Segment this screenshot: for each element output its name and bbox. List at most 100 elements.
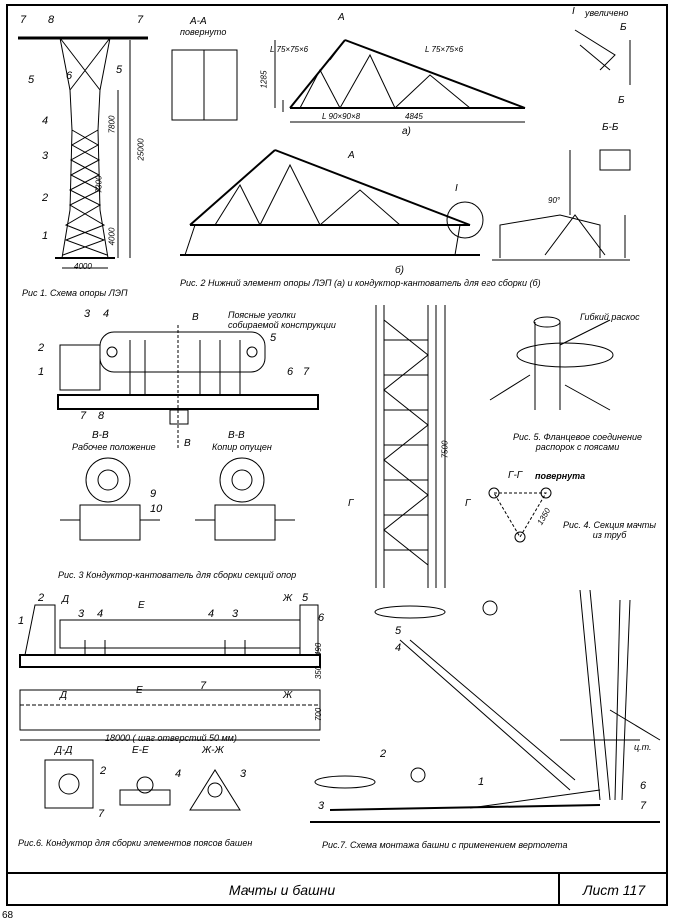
fig3-callout: Поясные уголки собираемой конструкции	[228, 310, 336, 330]
fig2-dim-l75-right: L 75×75×6	[425, 45, 464, 54]
fig6-section-ee: Е-Е	[132, 745, 149, 756]
fig5-flange-drawing	[489, 316, 614, 411]
fig6-mark-d-top: Д	[62, 594, 70, 605]
fig6-label-3b: 3	[232, 608, 239, 620]
fig6-mark-e-top: Е	[138, 600, 145, 611]
fig2-mark-a-bottom: А	[348, 150, 355, 161]
fig6-caption: Рис.6. Кондуктор для сборки элементов по…	[18, 838, 253, 848]
fig7-caption: Рис.7. Схема монтажа башни с применением…	[322, 840, 568, 850]
fig1-label-1: 1	[42, 230, 49, 242]
fig6-label-2b: 2	[100, 765, 107, 777]
fig7-label-7: 7	[640, 800, 647, 812]
fig2-mark-a-top: А	[338, 12, 345, 23]
fig2a-truss-drawing	[171, 39, 526, 123]
fig7-label-6: 6	[640, 780, 647, 792]
fig2-section-aa-note: повернуто	[180, 27, 227, 37]
fig2-dim-4845: 4845	[405, 112, 423, 121]
fig3-mark-v-bottom: В	[184, 438, 191, 449]
fig7-erection-drawing	[310, 589, 661, 823]
fig4-mark-g-right: Г	[465, 498, 471, 509]
fig6-label-4a: 4	[97, 608, 104, 620]
fig6-length-note: 18000 ( шаг отверстий 50 мм)	[105, 733, 237, 743]
fig5-caption: Рис. 5. Фланцевое соединение распорок с …	[513, 432, 642, 452]
fig6-label-1: 1	[18, 615, 25, 627]
detail-i-drawing	[574, 29, 631, 171]
fig2-mark-a-paren: а)	[402, 126, 411, 137]
fig6-jig-drawing	[19, 604, 321, 811]
fig4-mark-g-left: Г	[348, 498, 354, 509]
fig6-label-7b: 7	[98, 808, 105, 820]
fig6-section-zhzh: Ж-Ж	[202, 745, 224, 756]
fig3-label-2: 2	[38, 342, 45, 354]
fig6-label-7a: 7	[200, 680, 207, 692]
fig7-label-5: 5	[395, 625, 402, 637]
fig3-jig-drawing	[57, 325, 319, 541]
fig1-label-6: 6	[66, 70, 73, 82]
fig1-label-5a: 5	[28, 74, 35, 86]
fig3-section-left: В-В	[92, 430, 109, 441]
fig1-dim-7300: 7300	[94, 175, 104, 194]
fig1-dim-25000: 25000	[136, 138, 146, 161]
fig3-caption: Рис. 3 Кондуктор-кантователь для сборки …	[58, 570, 297, 580]
fig7-label-2: 2	[380, 748, 387, 760]
fig3-label-9: 9	[150, 488, 157, 500]
fig1-caption: Рис 1. Схема опоры ЛЭП	[22, 288, 128, 298]
page-number: 68	[2, 910, 14, 921]
fig2-dim-l75-left: L 75×75×6	[270, 45, 309, 54]
fig6-label-6: 6	[318, 612, 325, 624]
title-block-title: Мачты и башни	[228, 882, 336, 898]
fig6-mark-zh-bottom: Ж	[283, 690, 293, 701]
fig2-mark-i: I	[455, 183, 458, 194]
title-block-divider	[558, 874, 560, 906]
fig6-label-4c: 4	[175, 768, 182, 780]
fig6-label-4b: 4	[208, 608, 215, 620]
fig2-mark-b-bottom: Б	[618, 95, 625, 106]
fig3-label-8: 8	[98, 410, 105, 422]
fig3-mark-v-top: В	[192, 312, 199, 323]
fig2-dim-1285: 1285	[259, 70, 269, 89]
fig6-dim-490: 490	[314, 642, 324, 657]
fig6-label-2: 2	[38, 592, 45, 604]
fig2-detail-i-note: увеличено	[585, 8, 629, 18]
page-frame	[6, 4, 668, 906]
fig3-label-4: 4	[103, 308, 110, 320]
fig2-section-bb: Б-Б	[602, 122, 619, 133]
fig3-label-10: 10	[150, 503, 163, 515]
fig1-label-7b: 7	[137, 14, 144, 26]
fig1-label-3: 3	[42, 150, 49, 162]
fig7-label-4: 4	[395, 642, 402, 654]
fig3-section-right: В-В	[228, 430, 245, 441]
fig6-mark-e-bottom: Е	[136, 685, 143, 696]
title-block: Мачты и башни Лист 117	[6, 872, 668, 906]
fig6-mark-zh-top: Ж	[283, 593, 293, 604]
fig5-callout: Гибкий раскос	[580, 312, 640, 322]
fig2-mark-b-top: Б	[620, 22, 627, 33]
fig1-label-5b: 5	[116, 64, 123, 76]
fig2-mark-b-paren: б)	[395, 265, 404, 276]
fig7-cg-label: ц.т.	[634, 742, 652, 752]
fig2b-jig-drawing	[180, 149, 630, 261]
fig4-caption: Рис. 4. Секция мачты из труб	[562, 520, 657, 540]
fig6-dim-700: 700	[314, 707, 324, 722]
fig6-label-3a: 3	[78, 608, 85, 620]
fig1-dim-7800: 7800	[107, 115, 117, 134]
fig2-section-aa: А-А	[190, 16, 207, 27]
fig7-label-1: 1	[478, 776, 485, 788]
fig6-dim-350: 350	[314, 665, 324, 680]
fig2-dim-90deg: 90°	[548, 196, 561, 205]
fig4-section-note: повернута	[535, 471, 586, 481]
fig2-detail-i: I	[572, 6, 575, 17]
fig3-label-5: 5	[270, 332, 277, 344]
fig1-dim-4000-v: 4000	[107, 227, 117, 246]
fig3-section-left-note: Рабочее положение	[72, 442, 156, 452]
title-block-sheet: Лист 117	[582, 882, 646, 898]
fig1-label-2: 2	[42, 192, 49, 204]
fig1-label-7a: 7	[20, 14, 27, 26]
fig3-label-1: 1	[38, 366, 45, 378]
fig4-mast-drawing	[375, 305, 552, 588]
fig2-dim-l90: L 90×90×8	[322, 112, 361, 121]
fig3-section-right-note: Копир опущен	[212, 442, 272, 452]
fig3-label-7b: 7	[80, 410, 87, 422]
fig1-label-8: 8	[48, 14, 55, 26]
